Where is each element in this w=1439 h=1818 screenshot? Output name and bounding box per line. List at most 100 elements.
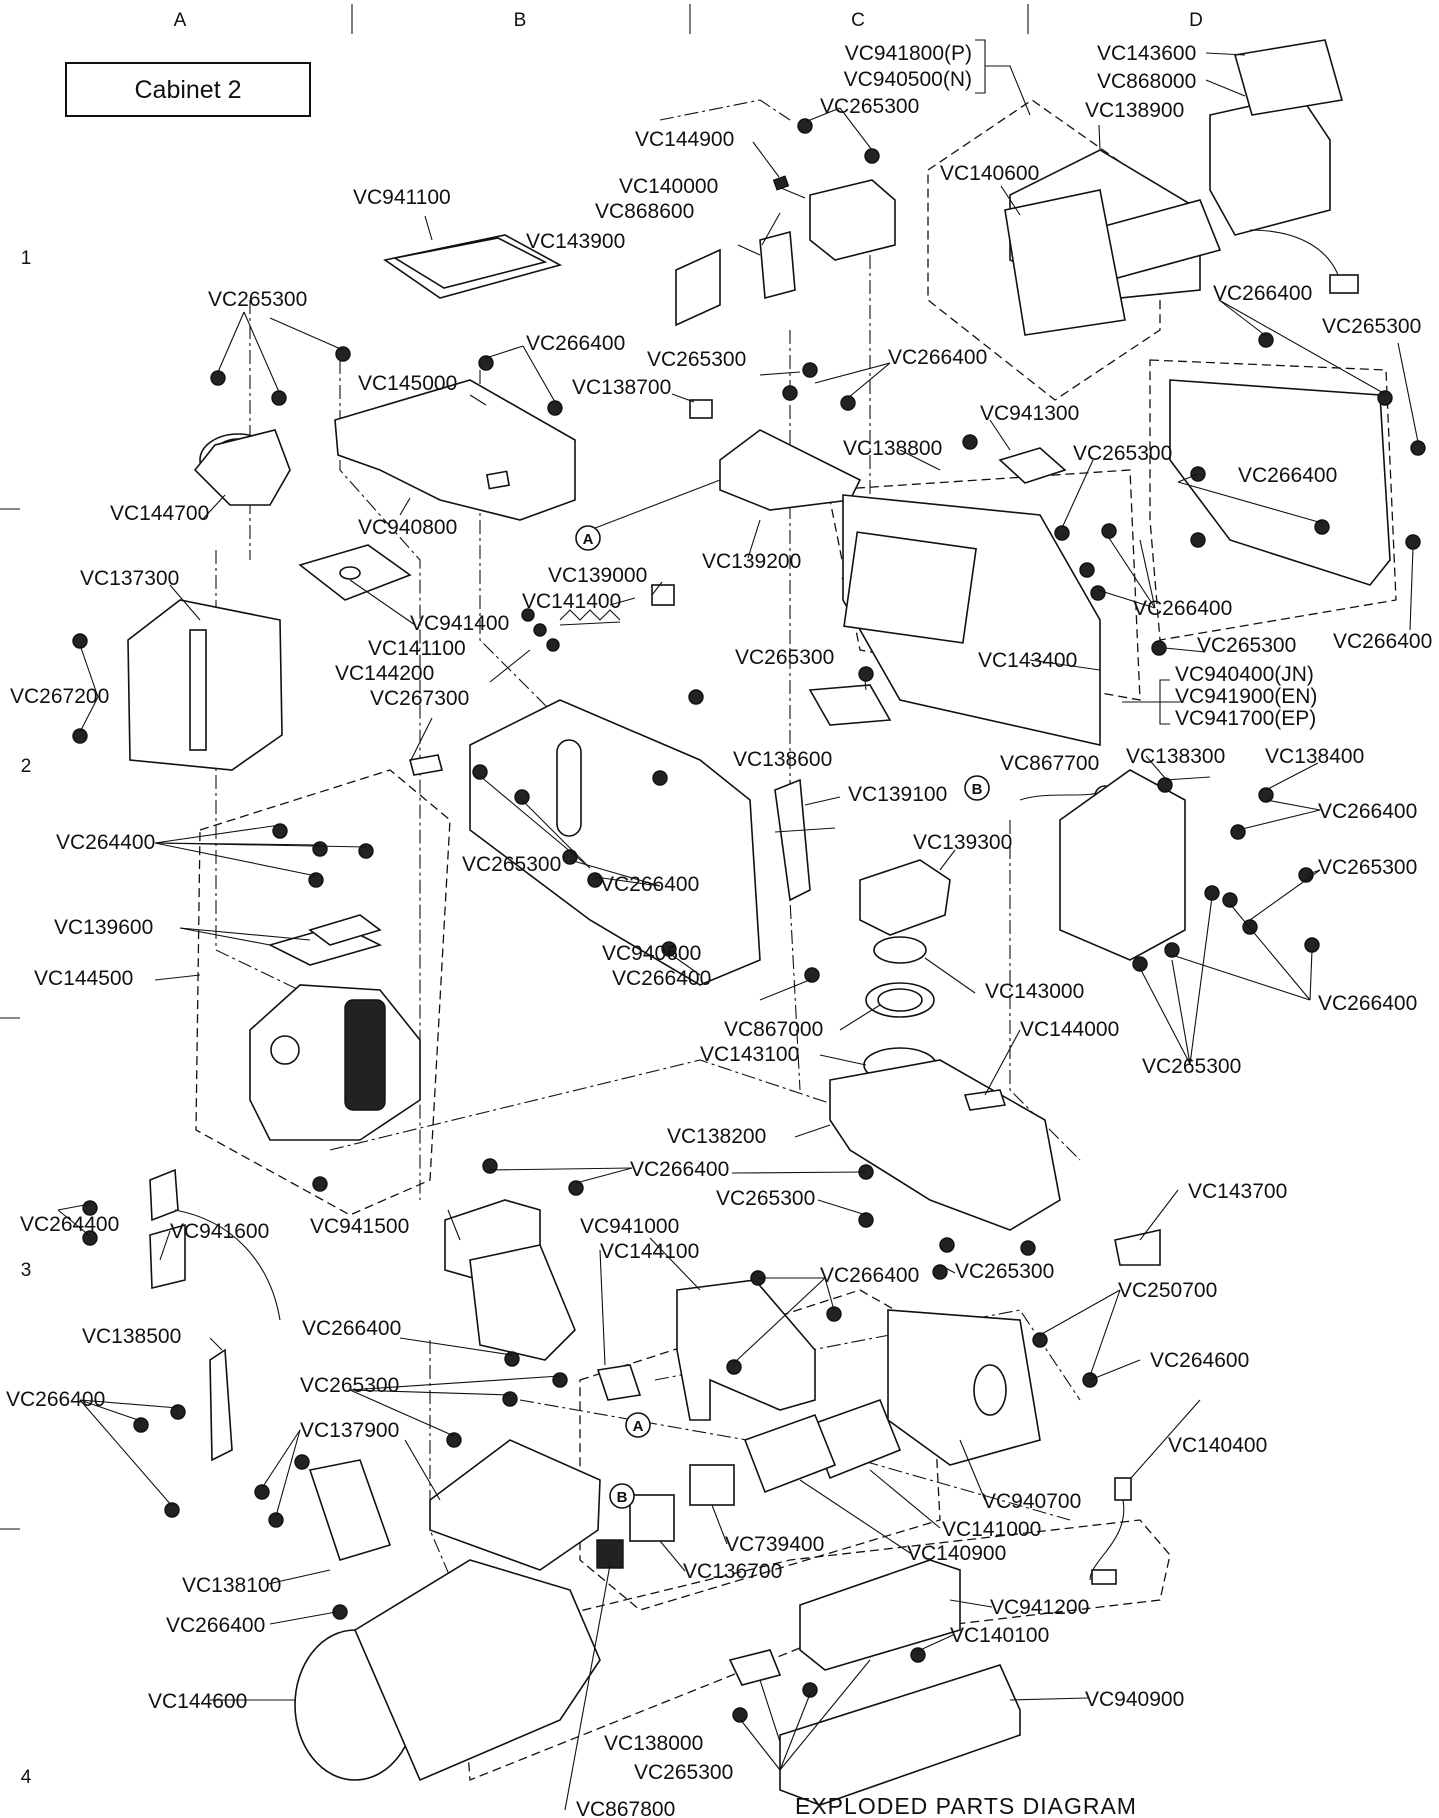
part-number-label: VC265300 bbox=[300, 1374, 399, 1397]
part-number-label: VC867800 bbox=[576, 1798, 675, 1818]
part-number-label: VC144200 bbox=[335, 662, 434, 685]
parts-drawing bbox=[127, 39, 1391, 1806]
part-number-label: VC266400 bbox=[1318, 992, 1417, 1015]
part-number-label: VC137900 bbox=[300, 1419, 399, 1442]
part-number-label: VC266400 bbox=[888, 346, 987, 369]
part-number-label: VC266400 bbox=[526, 332, 625, 355]
part-number-label: VC143000 bbox=[985, 980, 1084, 1003]
title-box-label: Cabinet 2 bbox=[134, 76, 241, 104]
part-number-label: VC138300 bbox=[1126, 745, 1225, 768]
part-number-label: VC940800 bbox=[358, 516, 457, 539]
part-number-label: VC144700 bbox=[110, 502, 209, 525]
part-number-labels: VC143600 VC868000 VC265300 VC138900 VC14… bbox=[6, 42, 1432, 1818]
part-number-label: VC143100 bbox=[700, 1043, 799, 1066]
part-number-label: VC941000 bbox=[580, 1215, 679, 1238]
part-number-label: VC264400 bbox=[56, 831, 155, 854]
part-number-label: VC266400 bbox=[166, 1614, 265, 1637]
callout-a-label: A bbox=[583, 531, 594, 548]
part-number-label: VC138900 bbox=[1085, 99, 1184, 122]
part-number-label: VC266400 bbox=[1333, 630, 1432, 653]
part-number-label: VC138500 bbox=[82, 1325, 181, 1348]
part-number-label: VC266400 bbox=[1213, 282, 1312, 305]
part-number-label: VC266400 bbox=[6, 1388, 105, 1411]
grid-column-label: A bbox=[174, 10, 187, 31]
part-number-label: VC941500 bbox=[310, 1215, 409, 1238]
part-number-label: VC868000 bbox=[1097, 70, 1196, 93]
part-number-label: VC265300 bbox=[820, 95, 919, 118]
part-number-label: VC867000 bbox=[724, 1018, 823, 1041]
diagram-footer-title: EXPLODED PARTS DIAGRAM bbox=[795, 1793, 1137, 1818]
part-number-label: VC940500(N) bbox=[844, 68, 972, 91]
part-number-label: VC265300 bbox=[1142, 1055, 1241, 1078]
callout-b-bottom: B bbox=[609, 1483, 635, 1509]
part-number-label: VC140000 bbox=[619, 175, 718, 198]
callout-a-label: A bbox=[633, 1418, 644, 1435]
part-number-label: VC265300 bbox=[208, 288, 307, 311]
part-number-label: VC867700 bbox=[1000, 752, 1099, 775]
part-number-label: VC139100 bbox=[848, 783, 947, 806]
part-number-label: VC138100 bbox=[182, 1574, 281, 1597]
part-number-label: VC266400 bbox=[1318, 800, 1417, 823]
part-number-label: VC139600 bbox=[54, 916, 153, 939]
title-box bbox=[65, 62, 311, 117]
part-number-label: VC941700(EP) bbox=[1175, 707, 1316, 730]
callout-a-top: A bbox=[575, 525, 601, 551]
grid-row-label: 3 bbox=[21, 1260, 32, 1281]
part-number-label: VC940400(JN) bbox=[1175, 663, 1314, 686]
part-number-label: VC138400 bbox=[1265, 745, 1364, 768]
part-number-label: VC265300 bbox=[1197, 634, 1296, 657]
part-number-label: VC941200 bbox=[990, 1596, 1089, 1619]
part-number-label: VC144500 bbox=[34, 967, 133, 990]
callout-b-label: B bbox=[972, 781, 983, 798]
leader-lines bbox=[57, 39, 1419, 1811]
grid-column-label: B bbox=[514, 10, 527, 31]
part-number-label: VC941300 bbox=[980, 402, 1079, 425]
part-number-label: VC265300 bbox=[647, 348, 746, 371]
part-number-label: VC265300 bbox=[955, 1260, 1054, 1283]
part-number-label: VC940700 bbox=[982, 1490, 1081, 1513]
part-number-label: VC266400 bbox=[600, 873, 699, 896]
part-number-label: VC940900 bbox=[1085, 1688, 1184, 1711]
part-number-label: VC941900(EN) bbox=[1175, 685, 1317, 708]
callout-a-bottom: A bbox=[625, 1412, 651, 1438]
part-number-label: VC137300 bbox=[80, 567, 179, 590]
part-number-label: VC265300 bbox=[716, 1187, 815, 1210]
part-number-label: VC138000 bbox=[604, 1732, 703, 1755]
grid-row-label: 2 bbox=[21, 756, 32, 777]
part-number-label: VC141100 bbox=[368, 637, 466, 660]
part-number-label: VC941600 bbox=[170, 1220, 269, 1243]
part-number-label: VC138800 bbox=[843, 437, 942, 460]
callout-b-top: B bbox=[964, 775, 990, 801]
part-number-label: VC139000 bbox=[548, 564, 647, 587]
part-number-label: VC265300 bbox=[634, 1761, 733, 1784]
part-number-label: VC143900 bbox=[526, 230, 625, 253]
part-number-label: VC941100 bbox=[353, 186, 451, 209]
part-number-label: VC140600 bbox=[940, 162, 1039, 185]
part-number-label: VC140400 bbox=[1168, 1434, 1267, 1457]
part-number-label: VC143400 bbox=[978, 649, 1077, 672]
part-number-label: VC941800(P) bbox=[845, 42, 972, 65]
part-number-label: VC141400 bbox=[522, 590, 621, 613]
part-number-label: VC138700 bbox=[572, 376, 671, 399]
part-number-label: VC140900 bbox=[907, 1542, 1006, 1565]
screw-icons bbox=[72, 118, 1426, 1723]
part-number-label: VC144900 bbox=[635, 128, 734, 151]
part-number-label: VC136700 bbox=[683, 1560, 782, 1583]
part-number-label: VC267200 bbox=[10, 685, 109, 708]
part-number-label: VC265300 bbox=[462, 853, 561, 876]
part-number-label: VC144100 bbox=[600, 1240, 699, 1263]
part-number-label: VC266400 bbox=[1133, 597, 1232, 620]
part-number-label: VC139200 bbox=[702, 550, 801, 573]
part-number-label: VC266400 bbox=[302, 1317, 401, 1340]
part-number-label: VC265300 bbox=[1318, 856, 1417, 879]
part-number-label: VC144600 bbox=[148, 1690, 247, 1713]
part-number-label: VC264400 bbox=[20, 1213, 119, 1236]
part-number-label: VC138600 bbox=[733, 748, 832, 771]
part-number-label: VC739400 bbox=[725, 1533, 824, 1556]
part-number-label: VC144000 bbox=[1020, 1018, 1119, 1041]
part-number-label: VC143600 bbox=[1097, 42, 1196, 65]
part-number-label: VC138200 bbox=[667, 1125, 766, 1148]
part-number-label: VC143700 bbox=[1188, 1180, 1287, 1203]
part-number-label: VC139300 bbox=[913, 831, 1012, 854]
